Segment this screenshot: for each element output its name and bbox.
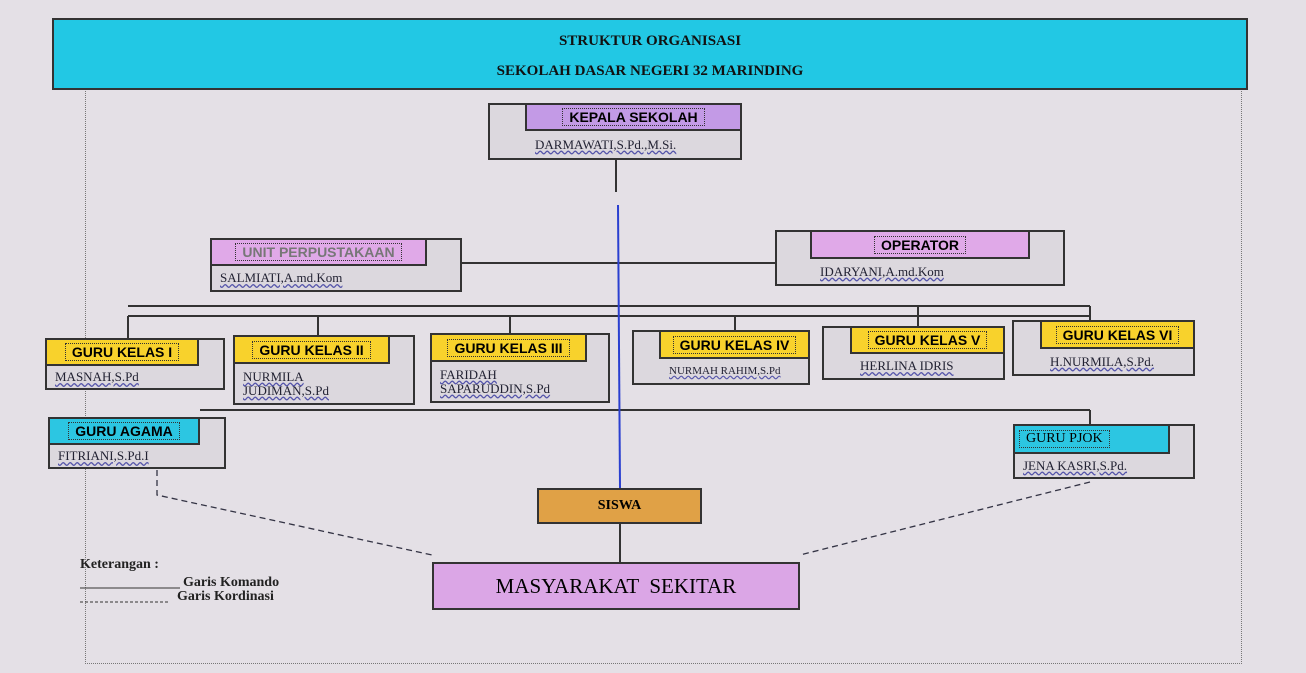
unit-perpustakaan-title: UNIT PERPUSTAKAAN bbox=[235, 243, 402, 261]
legend: Keterangan : Garis Komando Garis Kordina… bbox=[80, 557, 279, 605]
guru-pjok-name: JENA KASRI,S.Pd. bbox=[1023, 457, 1128, 473]
operator-box: OPERATOR IDARYANI,A.md.Kom bbox=[775, 230, 1065, 286]
masyarakat-sekitar-label: MASYARAKAT SEKITAR bbox=[495, 573, 737, 598]
guru-kelas-5-title: GURU KELAS V bbox=[867, 331, 988, 349]
guru-kelas-2-name: NURMILA JUDIMAN,S.Pd bbox=[243, 368, 329, 398]
guru-kelas-1-name: MASNAH,S.Pd bbox=[55, 369, 139, 384]
guru-kelas-2-box: GURU KELAS II NURMILA JUDIMAN,S.Pd bbox=[233, 335, 415, 405]
guru-kelas-3-name: FARIDAH SAPARUDDIN,S.Pd bbox=[440, 366, 551, 396]
guru-pjok-box: GURU PJOK JENA KASRI,S.Pd. bbox=[1013, 424, 1195, 479]
guru-kelas-6-name: H.NURMILA,S.Pd. bbox=[1050, 353, 1155, 369]
unit-perpustakaan-name: SALMIATI,A.md.Kom bbox=[220, 270, 343, 285]
guru-kelas-1-box: GURU KELAS I MASNAH,S.Pd bbox=[45, 338, 225, 390]
guru-kelas-6-box: GURU KELAS VI H.NURMILA,S.Pd. bbox=[1012, 320, 1195, 376]
guru-kelas-5-box: GURU KELAS V HERLINA IDRIS bbox=[822, 326, 1005, 380]
operator-title: OPERATOR bbox=[873, 235, 967, 254]
guru-agama-title: GURU AGAMA bbox=[68, 422, 180, 440]
guru-kelas-4-name: NURMAH RAHIM,S.Pd bbox=[669, 365, 781, 377]
legend-garis-kordinasi: Garis Kordinasi bbox=[177, 589, 274, 604]
kepala-sekolah-title: KEPALA SEKOLAH bbox=[562, 108, 705, 126]
guru-pjok-title: GURU PJOK bbox=[1019, 430, 1110, 448]
guru-kelas-3-title: GURU KELAS III bbox=[447, 338, 570, 357]
guru-kelas-5-name: HERLINA IDRIS bbox=[860, 358, 954, 373]
guru-kelas-1-title: GURU KELAS I bbox=[64, 343, 180, 361]
siswa-box: SISWA bbox=[537, 488, 702, 524]
siswa-label: SISWA bbox=[597, 498, 642, 513]
guru-agama-box: GURU AGAMA FITRIANI,S.Pd.I bbox=[48, 417, 226, 469]
guru-agama-name: FITRIANI,S.Pd.I bbox=[58, 448, 149, 463]
title-line1: STRUKTUR ORGANISASI bbox=[558, 33, 742, 49]
unit-perpustakaan-box: UNIT PERPUSTAKAAN SALMIATI,A.md.Kom bbox=[210, 238, 462, 292]
guru-kelas-4-box: GURU KELAS IV NURMAH RAHIM,S.Pd bbox=[632, 330, 810, 385]
title-line2: SEKOLAH DASAR NEGERI 32 MARINDING bbox=[496, 63, 804, 79]
guru-kelas-4-title: GURU KELAS IV bbox=[672, 335, 797, 354]
masyarakat-sekitar-box: MASYARAKAT SEKITAR bbox=[432, 562, 800, 610]
guru-kelas-6-title: GURU KELAS VI bbox=[1055, 325, 1180, 344]
guru-kelas-2-title: GURU KELAS II bbox=[252, 340, 371, 359]
legend-garis-komando: Garis Komando bbox=[183, 575, 280, 590]
kepala-sekolah-name: DARMAWATI,S.Pd.,M.Si. bbox=[535, 136, 677, 152]
guru-kelas-3-box: GURU KELAS III FARIDAH SAPARUDDIN,S.Pd bbox=[430, 333, 610, 403]
title-banner: STRUKTUR ORGANISASI SEKOLAH DASAR NEGERI… bbox=[52, 18, 1248, 90]
operator-name: IDARYANI,A.md.Kom bbox=[820, 263, 944, 279]
kepala-sekolah-box: KEPALA SEKOLAH DARMAWATI,S.Pd.,M.Si. bbox=[488, 103, 742, 160]
legend-title: Keterangan : bbox=[80, 557, 159, 572]
